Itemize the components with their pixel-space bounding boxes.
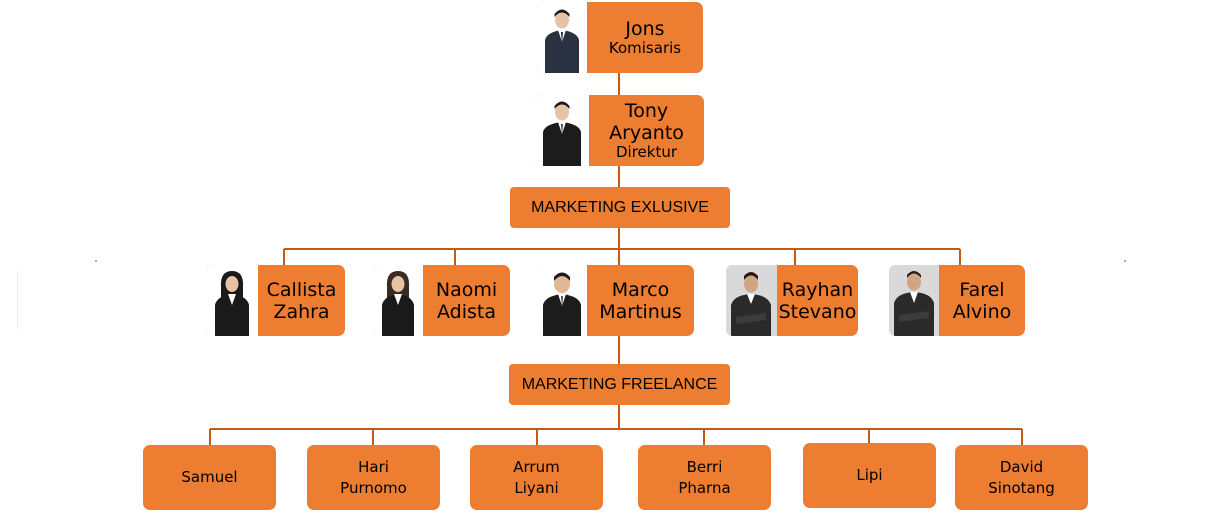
name-line: Purnomo	[340, 478, 407, 497]
name-line: Zahra	[273, 300, 330, 323]
name-line: Farel	[959, 278, 1005, 301]
name-line: Aryanto	[609, 122, 684, 144]
freelance-box-david: David Sinotang	[955, 445, 1088, 510]
name-line: Adista	[437, 300, 496, 323]
group-label-freelance: MARKETING FREELANCE	[509, 364, 730, 405]
avatar	[537, 265, 587, 336]
avatar	[373, 265, 423, 336]
person-name: Tony Aryanto	[609, 100, 684, 144]
speck-mark	[95, 260, 97, 262]
person-name: Callista Zahra	[267, 279, 337, 323]
person-photo-icon	[215, 271, 249, 336]
person-role: Direktur	[615, 143, 678, 161]
freelance-box-lipi: Lipi	[803, 443, 936, 508]
person-name: Marco Martinus	[599, 279, 682, 323]
avatar	[537, 2, 587, 73]
name-line: Tony	[624, 100, 669, 122]
person-photo-icon	[545, 9, 579, 73]
person-box-tony: Tony Aryanto Direktur	[535, 95, 704, 166]
name-line: Marco	[611, 278, 670, 301]
person-photo-icon	[543, 272, 581, 336]
person-box-marco: Marco Martinus	[537, 265, 694, 336]
name-line: Hari	[358, 457, 389, 476]
name-line: Liyani	[514, 478, 559, 497]
person-name: Rayhan Stevano	[779, 279, 857, 323]
person-photo-icon	[543, 101, 581, 166]
name-line: Naomi	[435, 278, 498, 301]
name-line: Rayhan	[781, 278, 854, 301]
name-line: Stevano	[778, 300, 857, 323]
person-box-jons: Jons Komisaris	[537, 2, 703, 73]
avatar	[726, 265, 777, 336]
name-line: Martinus	[599, 300, 682, 323]
name-line: Sinotang	[988, 478, 1055, 497]
name-line: Berri	[686, 457, 723, 476]
name-line: Samuel	[181, 468, 238, 486]
person-box-rayhan: Rayhan Stevano	[726, 265, 858, 336]
freelance-box-berri: Berri Pharna	[638, 445, 771, 510]
name-line: Lipi	[856, 466, 883, 484]
person-photo-icon	[894, 271, 934, 336]
person-box-callista: Callista Zahra	[206, 265, 345, 336]
person-name: Naomi Adista	[436, 279, 497, 323]
person-box-farel: Farel Alvino	[889, 265, 1025, 336]
avatar	[206, 265, 258, 336]
name-line: David	[999, 457, 1044, 476]
person-role: Komisaris	[608, 39, 682, 57]
name-line: Arrum	[513, 457, 560, 476]
person-name: Jons	[625, 18, 664, 40]
name-line: Jons	[625, 18, 665, 40]
speck-mark	[17, 270, 18, 330]
name-line: Callista	[266, 278, 337, 301]
name-line: Pharna	[678, 478, 731, 497]
person-photo-icon	[731, 272, 771, 336]
person-box-naomi: Naomi Adista	[373, 265, 510, 336]
avatar	[535, 95, 589, 166]
freelance-box-arrum: Arrum Liyani	[470, 445, 603, 510]
name-line: Alvino	[952, 300, 1012, 323]
freelance-box-samuel: Samuel	[143, 445, 276, 510]
group-label-exclusive: MARKETING EXLUSIVE	[510, 187, 730, 228]
person-name: Farel Alvino	[953, 279, 1011, 323]
person-photo-icon	[382, 271, 414, 336]
speck-mark	[1124, 260, 1126, 262]
avatar	[889, 265, 939, 336]
freelance-box-hari: Hari Purnomo	[307, 445, 440, 510]
